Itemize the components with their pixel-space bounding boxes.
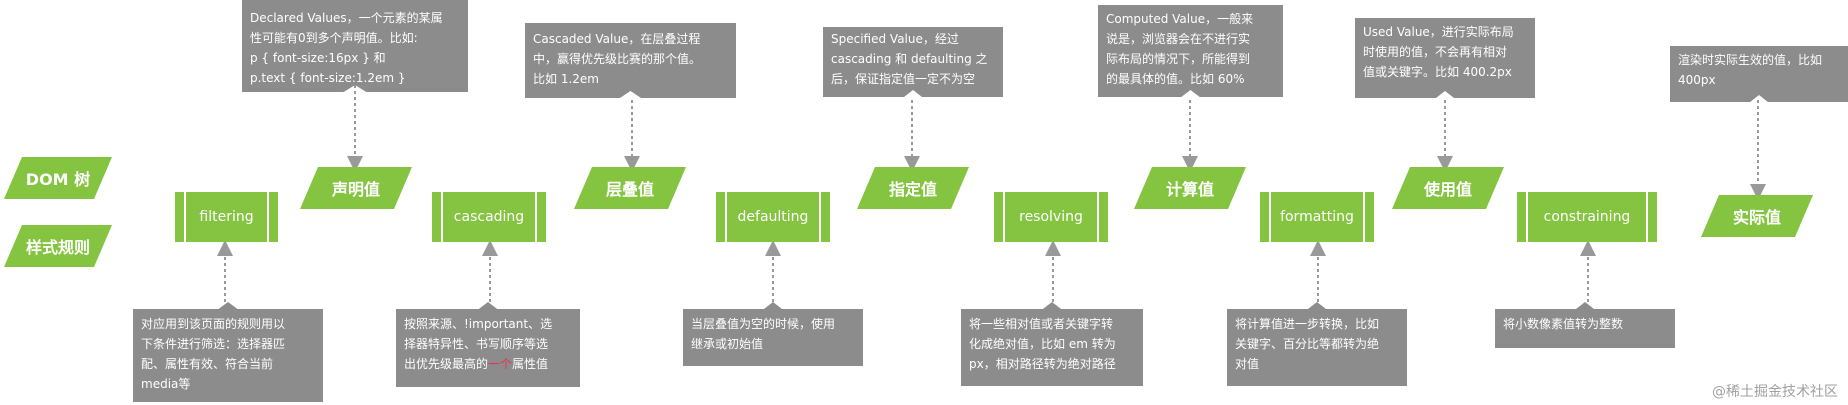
- note-line: 配、属性有效、符合当前: [141, 357, 274, 371]
- specified-value-label: 指定值: [888, 180, 937, 199]
- note-line: 将一些相对值或者关键字转: [969, 317, 1114, 331]
- computed-value-node: 计算值: [1134, 167, 1246, 209]
- style-rules-label: 样式规则: [25, 238, 90, 257]
- note-line: cascading 和 defaulting 之: [831, 52, 988, 66]
- note-line: 中，赢得优先级比赛的那个值。: [533, 52, 702, 66]
- note-line: Computed Value，一般来: [1106, 12, 1254, 26]
- watermark: @稀土掘金技术社区: [1712, 384, 1838, 400]
- note-line: p.text { font-size:1.2em }: [250, 71, 406, 85]
- constraining-process: constraining: [1517, 192, 1657, 242]
- actual-value-label: 实际值: [1732, 208, 1781, 227]
- dom-tree-node: DOM 树: [4, 157, 112, 199]
- note-line: 的最具体的值。比如 60%: [1106, 72, 1245, 86]
- note-line: 下条件进行筛选：选择器匹: [141, 337, 286, 351]
- note-line: 化成绝对值，比如 em 转为: [969, 337, 1116, 351]
- note-line: 对值: [1235, 357, 1260, 371]
- note-line: 400px: [1678, 73, 1716, 87]
- formatting-process: formatting: [1260, 192, 1374, 242]
- note-text: 属性值: [512, 357, 549, 371]
- used-value-label: 使用值: [1423, 180, 1472, 199]
- note-line: Declared Values，一个元素的某属: [250, 11, 443, 25]
- declared-value-node: 声明值: [300, 167, 412, 209]
- note-line: 将计算值进一步转换，比如: [1235, 317, 1380, 331]
- specified-value-note: Specified Value，经过 cascading 和 defaultin…: [823, 27, 1003, 97]
- note-line: 际布局的情况下，所能得到: [1106, 52, 1251, 66]
- cascaded-value-label: 层叠值: [605, 180, 654, 199]
- computed-value-label: 计算值: [1165, 180, 1214, 199]
- constraining-note: 将小数像素值转为整数: [1495, 302, 1675, 348]
- note-line: 按照来源、!important、选: [404, 317, 553, 331]
- specified-value-node: 指定值: [857, 167, 969, 209]
- declared-value-note: Declared Values，一个元素的某属 性可能有0到多个声明值。比如: …: [242, 0, 468, 92]
- style-rules-node: 样式规则: [4, 225, 112, 267]
- filtering-process: filtering: [175, 192, 278, 242]
- note-line: 继承或初始值: [691, 337, 764, 351]
- note-line: 说是，浏览器会在不进行实: [1106, 32, 1251, 46]
- used-value-node: 使用值: [1392, 167, 1504, 209]
- defaulting-label: defaulting: [737, 209, 809, 225]
- filtering-label: filtering: [199, 209, 254, 225]
- resolving-process: resolving: [994, 192, 1108, 242]
- cascading-label: cascading: [453, 209, 525, 225]
- note-line: 比如 1.2em: [533, 72, 599, 86]
- resolving-label: resolving: [1019, 209, 1083, 225]
- highlight-text: 一个: [488, 357, 513, 371]
- note-line: Cascaded Value，在层叠过程: [533, 32, 701, 46]
- constraining-label: constraining: [1543, 209, 1631, 225]
- note-text: 出优先级最高的: [404, 357, 489, 371]
- note-line: 将小数像素值转为整数: [1503, 317, 1624, 331]
- cascaded-value-node: 层叠值: [574, 167, 686, 209]
- note-line: 当层叠值为空的时候，使用: [691, 317, 836, 331]
- declared-value-label: 声明值: [331, 180, 380, 199]
- computed-value-note: Computed Value，一般来 说是，浏览器会在不进行实 际布局的情况下，…: [1098, 5, 1283, 97]
- resolving-note: 将一些相对值或者关键字转 化成绝对值，比如 em 转为 px，相对路径转为绝对路…: [961, 302, 1143, 386]
- actual-value-note: 渲染时实际生效的值，比如 400px: [1670, 46, 1848, 102]
- note-line: p { font-size:16px } 和: [250, 51, 386, 65]
- note-line: 出优先级最高的一个属性值: [404, 354, 572, 374]
- note-line: 对应用到该页面的规则用以: [141, 317, 286, 331]
- defaulting-process: defaulting: [716, 192, 830, 242]
- cascaded-value-note: Cascaded Value，在层叠过程 中，赢得优先级比赛的那个值。 比如 1…: [525, 23, 736, 98]
- note-line: 值或关键字。比如 400.2px: [1363, 65, 1512, 79]
- note-line: 时使用的值，不会再有相对: [1363, 45, 1508, 59]
- actual-value-node: 实际值: [1701, 195, 1813, 237]
- dom-tree-label: DOM 树: [25, 170, 91, 189]
- note-line: media等: [141, 377, 191, 391]
- used-value-note: Used Value，进行实际布局 时使用的值，不会再有相对 值或关键字。比如 …: [1355, 18, 1535, 98]
- note-line: 渲染时实际生效的值，比如: [1678, 53, 1823, 67]
- note-line: 后，保证指定值一定不为空: [831, 72, 976, 86]
- cascading-process: cascading: [432, 192, 546, 242]
- note-line: 性可能有0到多个声明值。比如:: [250, 31, 418, 45]
- filtering-note: 对应用到该页面的规则用以 下条件进行筛选：选择器匹 配、属性有效、符合当前 me…: [133, 302, 323, 402]
- defaulting-note: 当层叠值为空的时候，使用 继承或初始值: [683, 302, 863, 366]
- note-line: 择器特异性、书写顺序等选: [404, 337, 549, 351]
- formatting-note: 将计算值进一步转换，比如 关键字、百分比等都转为绝 对值: [1227, 302, 1407, 386]
- note-line: px，相对路径转为绝对路径: [969, 357, 1116, 371]
- note-line: Specified Value，经过: [831, 32, 959, 46]
- note-line: 关键字、百分比等都转为绝: [1235, 337, 1380, 351]
- formatting-label: formatting: [1280, 209, 1354, 225]
- note-line: Used Value，进行实际布局: [1363, 25, 1514, 39]
- cascading-note: 按照来源、!important、选 择器特异性、书写顺序等选 出优先级最高的一个…: [396, 302, 580, 387]
